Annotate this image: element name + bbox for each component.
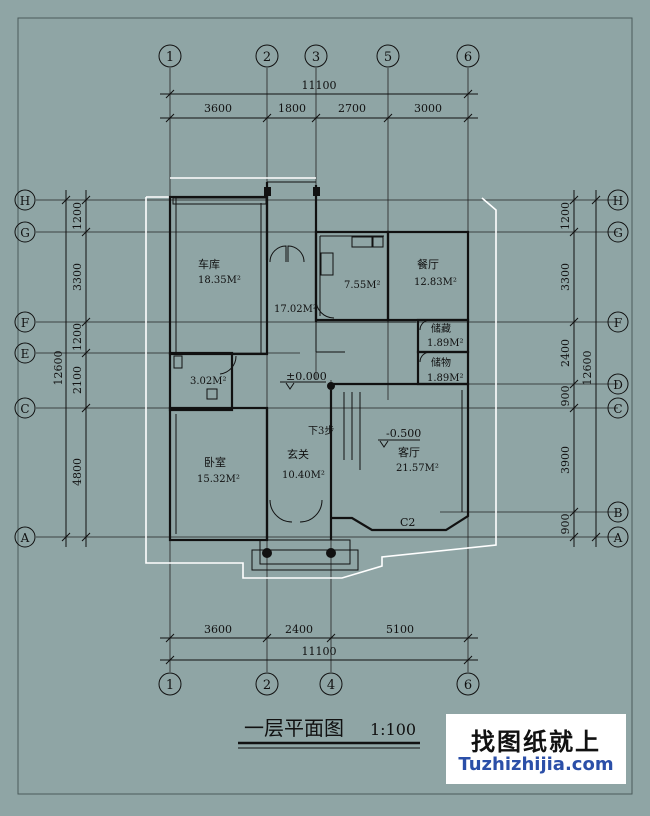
bottom-axis-label: 2 — [263, 678, 271, 693]
bottom-axis-label: 1 — [166, 678, 174, 693]
bottom-axis-label: 4 — [327, 678, 335, 693]
top-dim: 2700 — [338, 102, 366, 115]
left-axis-label: A — [20, 531, 30, 545]
left-dim: 3300 — [71, 263, 84, 291]
right-axis-label: C — [613, 402, 622, 416]
bottom-dimensions: 3600 2400 5100 11100 — [160, 623, 478, 665]
right-axis-label: A — [613, 531, 623, 545]
level-0-label: ±0.000 — [286, 370, 327, 383]
top-axis-label: 2 — [263, 50, 271, 65]
watermark-box: 找图纸就上 Tuzhizhijia.com — [446, 714, 626, 784]
bottom-axis-label: 6 — [464, 678, 472, 693]
top-dim: 3000 — [414, 102, 442, 115]
bottom-total-dim: 11100 — [302, 645, 337, 658]
right-axis-label: G — [613, 226, 623, 240]
room-name: 储物 — [431, 356, 451, 369]
left-axis-label: E — [21, 347, 30, 361]
right-axis-label: B — [614, 506, 623, 520]
top-total-dim: 11100 — [302, 79, 337, 92]
room-area: 15.32M² — [197, 474, 240, 485]
columns — [262, 187, 336, 558]
room-area: 17.02M² — [274, 304, 317, 315]
right-dim: 3900 — [559, 446, 572, 474]
walls — [168, 181, 470, 571]
left-dimensions: 12600 1200 3300 1200 2100 4800 — [52, 190, 91, 547]
room-name: 储藏 — [431, 322, 451, 335]
left-axis-label: H — [20, 194, 30, 208]
left-total-dim: 12600 — [52, 351, 65, 386]
right-axis-label: D — [613, 378, 623, 392]
left-dim: 4800 — [71, 458, 84, 486]
frame-border — [17, 17, 633, 795]
top-axis-label: 6 — [464, 50, 472, 65]
horizontal-axis-lines — [36, 199, 618, 538]
level-labels: ±0.000 -0.500 下3步 C2 — [280, 370, 421, 529]
right-axis-bubbles: H G F D C B A — [607, 189, 629, 548]
right-axis-label: H — [613, 194, 623, 208]
doors — [219, 245, 431, 523]
room-area: 21.57M² — [396, 463, 439, 474]
window-label: C2 — [400, 516, 415, 529]
room-area: 1.89M² — [427, 338, 464, 349]
plan-scale: 1:100 — [370, 720, 416, 739]
top-axis-bubbles: 1 2 3 5 6 — [158, 44, 480, 68]
right-dim: 1200 — [559, 202, 572, 230]
left-axis-label: C — [20, 402, 29, 416]
top-dim: 3600 — [204, 102, 232, 115]
top-axis-label: 1 — [166, 50, 174, 65]
room-name: 客厅 — [398, 445, 420, 459]
room-name: 车库 — [198, 257, 220, 271]
right-dim: 3300 — [559, 263, 572, 291]
room-area: 7.55M² — [344, 280, 381, 291]
room-area: 10.40M² — [282, 470, 325, 481]
steps-label: 下3步 — [308, 425, 334, 437]
right-total-dim: 12600 — [581, 351, 594, 386]
level-minus-label: -0.500 — [386, 427, 421, 440]
top-axis-label: 3 — [312, 50, 320, 65]
left-axis-bubbles: H G F E C A — [14, 189, 36, 548]
room-area: 18.35M² — [198, 275, 241, 286]
room-area: 3.02M² — [190, 376, 227, 387]
right-dim: 2400 — [559, 339, 572, 367]
room-area: 12.83M² — [414, 277, 457, 288]
left-dim: 1200 — [71, 202, 84, 230]
left-dim: 2100 — [71, 366, 84, 394]
plan-title: 一层平面图 — [244, 716, 344, 740]
watermark-url: Tuzhizhijia.com — [458, 754, 614, 775]
right-dimensions: 1200 3300 2400 900 3900 900 12600 — [559, 190, 601, 547]
left-dim: 1200 — [71, 323, 84, 351]
bottom-axis-bubbles: 1 2 4 6 — [158, 672, 480, 696]
right-dim: 900 — [559, 386, 572, 407]
room-labels: 车库 18.35M² 17.02M² 7.55M² 餐厅 12.83M² 储藏 … — [190, 257, 464, 485]
room-name: 玄关 — [287, 447, 309, 461]
left-axis-label: G — [20, 226, 30, 240]
right-axis-label: F — [614, 316, 622, 330]
top-dimensions: 11100 3600 1800 2700 3000 — [160, 79, 478, 123]
right-dim: 900 — [559, 514, 572, 535]
left-axis-label: F — [21, 316, 29, 330]
room-area: 1.89M² — [427, 373, 464, 384]
top-dim: 1800 — [278, 102, 306, 115]
watermark-chinese: 找图纸就上 — [471, 728, 601, 756]
bottom-dim: 3600 — [204, 623, 232, 636]
room-name: 餐厅 — [417, 257, 439, 271]
drawing-title: 一层平面图 1:100 — [238, 716, 420, 749]
bottom-dim: 2400 — [285, 623, 313, 636]
room-name: 卧室 — [204, 455, 226, 469]
bottom-dim: 5100 — [386, 623, 414, 636]
top-axis-label: 5 — [384, 50, 392, 65]
